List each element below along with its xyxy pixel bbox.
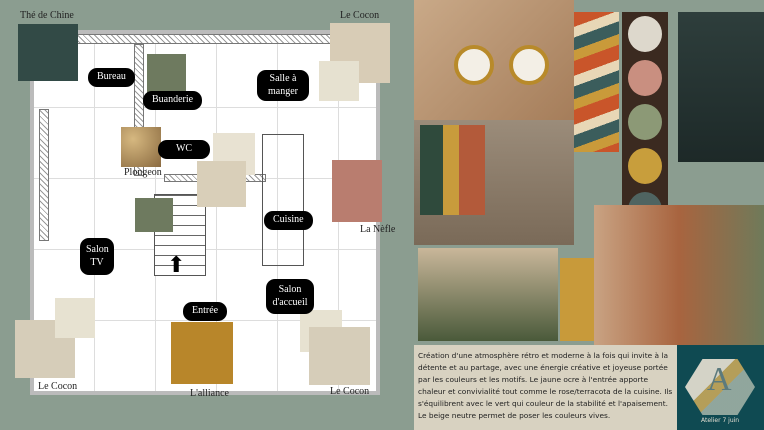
logo-name: Atelier 7 juin — [701, 417, 740, 424]
swatch-label: Le Cocon — [330, 386, 370, 397]
swatch-plongeon — [121, 127, 161, 167]
swatch-green — [135, 198, 173, 232]
photo-paint-swatches — [622, 12, 668, 237]
logo-letter: A — [707, 361, 732, 398]
swatch-beige — [197, 161, 246, 207]
wall — [39, 109, 49, 241]
paint-swatch — [628, 16, 662, 52]
swatch-label: Thé de Chine — [20, 10, 74, 21]
wall — [134, 44, 144, 176]
paint-swatch — [628, 148, 662, 184]
swatch-label: L'alliance — [190, 388, 229, 399]
room-label-bureau: Bureau — [88, 68, 135, 87]
description-text: Création d'une atmosphère rétro et moder… — [414, 345, 677, 430]
room-label-salle-a-manger: Salle à manger — [257, 70, 309, 101]
paint-swatch — [628, 104, 662, 140]
logo-hexagon — [685, 359, 755, 415]
lamp-globe — [454, 45, 494, 85]
swatch-label: Le Cocon — [340, 10, 380, 21]
swatch-le-cocon — [309, 327, 370, 385]
swatch-beige — [55, 298, 95, 338]
lamp-globe — [509, 45, 549, 85]
photo-yellow-table — [560, 258, 594, 341]
room-label-entree: Entrée — [183, 302, 228, 321]
photo-dark-office — [678, 12, 764, 162]
swatch-the-de-chine — [18, 24, 78, 81]
photo-wallpaper — [574, 12, 619, 152]
room-label-salon-accueil: Salon d'accueil — [266, 279, 314, 314]
swatch-green — [147, 54, 186, 94]
photo-artwork-wall — [414, 120, 574, 245]
room-label-cuisine: Cuisine — [264, 211, 313, 230]
logo: A Atelier 7 juin — [677, 345, 764, 430]
photo-ceiling-light — [414, 0, 574, 120]
artwork — [420, 125, 485, 215]
swatch-label: La Nèfle — [360, 224, 396, 235]
swatch-la-nefle — [332, 160, 382, 222]
kitchen-island — [262, 134, 304, 266]
swatch-beige — [319, 61, 359, 101]
room-label-buanderie: Buanderie — [143, 91, 203, 110]
swatch-l-alliance — [171, 322, 233, 384]
paint-swatch — [628, 60, 662, 96]
room-label-salon-tv: Salon TV — [80, 238, 114, 275]
photo-rug-chair — [594, 205, 764, 345]
swatch-label: Plongeon — [124, 167, 162, 178]
room-label-wc: WC — [158, 140, 210, 159]
arrow-up-icon: ⬆ — [167, 252, 186, 277]
swatch-label: Le Cocon — [38, 381, 78, 392]
photo-living-room — [418, 248, 558, 341]
